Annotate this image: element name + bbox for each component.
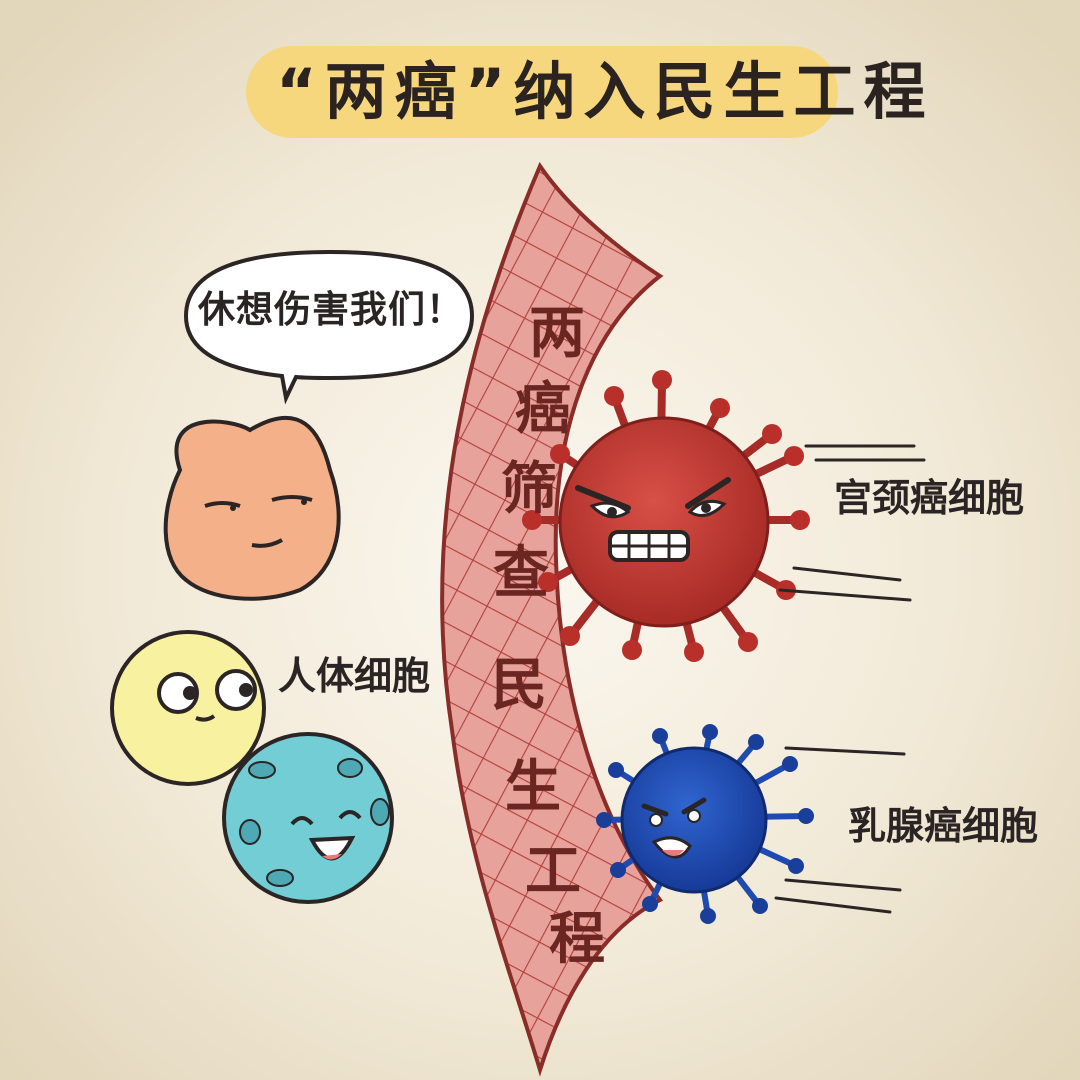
cervical-cancer-virus-icon (522, 370, 810, 662)
shield-mesh-icon (440, 161, 664, 1077)
shield-vertical-text: 两 癌 筛 查 民 生 工 程 (491, 301, 640, 992)
shield-char: 癌 (515, 377, 571, 442)
shield-char: 程 (549, 907, 605, 972)
speech-bubble-icon (183, 249, 475, 405)
shield-char: 生 (505, 755, 561, 820)
shield-char: 查 (493, 541, 549, 606)
cervical-cancer-cell-label: 宫颈癌细胞 (834, 476, 1025, 520)
yellow-human-cell-icon (110, 630, 266, 786)
teal-human-cell-icon (222, 732, 394, 904)
title-banner (246, 46, 838, 138)
speed-lines-blue (774, 746, 906, 914)
human-cells-label: 人体细胞 (278, 654, 431, 698)
breast-cancer-cell-label: 乳腺癌细胞 (848, 804, 1039, 848)
speech-bubble-text: 休想伤害我们！ (198, 288, 464, 331)
breast-cancer-virus-icon (596, 724, 814, 924)
shield-char: 民 (491, 653, 547, 718)
speed-lines-red (778, 444, 926, 602)
orange-human-cell-icon (163, 415, 341, 601)
shield-char: 筛 (501, 457, 557, 522)
page-title: “两癌”纳入民生工程 (276, 55, 934, 128)
shield-char: 两 (529, 301, 585, 366)
shield-char: 工 (525, 839, 581, 904)
